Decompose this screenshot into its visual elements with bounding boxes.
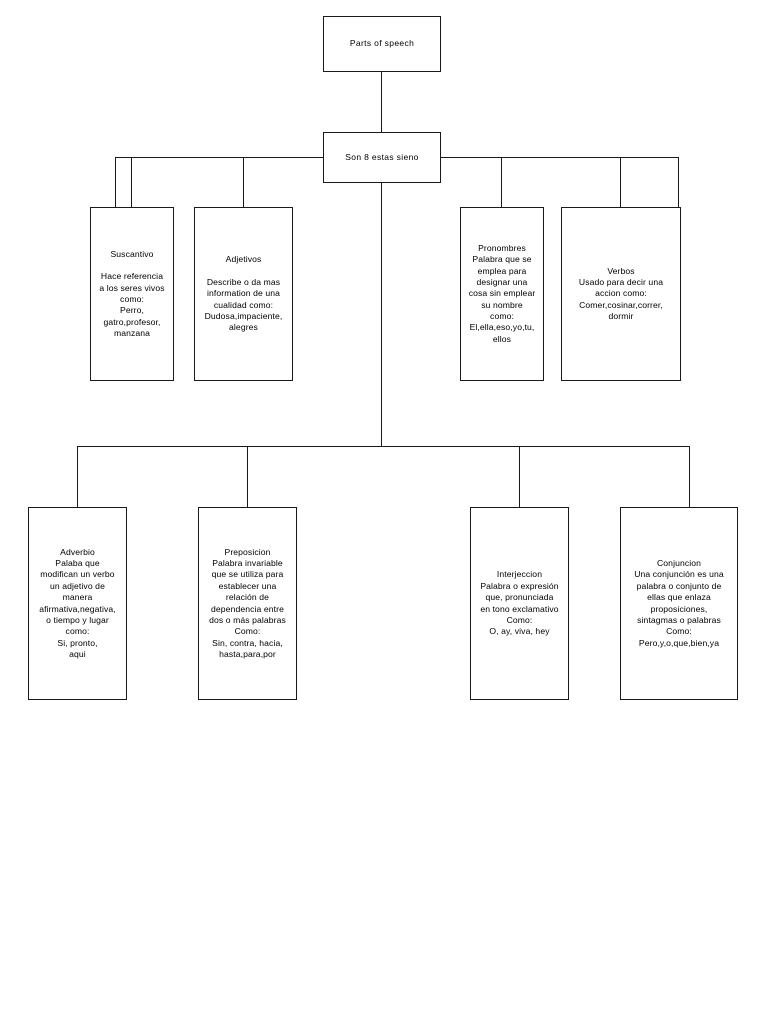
connector-drop-suscantivo-center (131, 157, 133, 207)
connector-top-bus-right-end (678, 157, 680, 207)
connector-root-to-hub (381, 72, 383, 132)
node-verbos[interactable]: Verbos Usado para decir una accion como:… (561, 207, 681, 381)
node-conjuncion-text: Conjuncion Una conjunción es una palabra… (634, 558, 724, 648)
node-adjetivos[interactable]: Adjetivos Describe o da mas information … (194, 207, 293, 381)
node-suscantivo-text: Suscantivo Hace referencia a los seres v… (99, 248, 165, 339)
node-conjuncion[interactable]: Conjuncion Una conjunción es una palabra… (620, 507, 738, 700)
node-verbos-text: Verbos Usado para decir una accion como:… (578, 265, 664, 322)
node-preposicion[interactable]: Preposicion Palabra invariable que se ut… (198, 507, 297, 700)
connector-drop-suscantivo (115, 157, 117, 207)
connector-hub-to-bottom-bus (381, 183, 383, 447)
node-suscantivo[interactable]: Suscantivo Hace referencia a los seres v… (90, 207, 174, 381)
node-parts-of-speech[interactable]: Parts of speech (323, 16, 441, 72)
connector-drop-adjetivos (243, 157, 245, 207)
node-pronombres-text: Pronombres Palabra que se emplea para de… (468, 242, 536, 344)
node-parts-of-speech-label: Parts of speech (349, 38, 415, 49)
node-interjeccion[interactable]: Interjeccion Palabra o expresión que, pr… (470, 507, 569, 700)
node-son-8-estas-sieno[interactable]: Son 8 estas sieno (323, 132, 441, 183)
connector-drop-adverbio (77, 446, 79, 507)
connector-drop-pronombres (501, 157, 503, 207)
node-pronombres[interactable]: Pronombres Palabra que se emplea para de… (460, 207, 544, 381)
node-preposicion-text: Preposicion Palabra invariable que se ut… (209, 546, 286, 659)
connector-drop-conjuncion (689, 446, 691, 507)
node-adverbio[interactable]: Adverbio Palaba que modifican un verbo u… (28, 507, 127, 700)
node-son-8-estas-sieno-label: Son 8 estas sieno (345, 151, 419, 162)
connector-top-bus-left (115, 157, 324, 159)
connector-drop-interjeccion (519, 446, 521, 507)
connector-bottom-bus (77, 446, 690, 448)
connector-top-bus-right (440, 157, 679, 159)
connector-drop-verbos (620, 157, 622, 207)
node-interjeccion-text: Interjeccion Palabra o expresión que, pr… (480, 569, 559, 637)
node-adverbio-text: Adverbio Palaba que modifican un verbo u… (39, 546, 116, 659)
node-adjetivos-text: Adjetivos Describe o da mas information … (204, 254, 283, 333)
connector-drop-preposicion (247, 446, 249, 507)
